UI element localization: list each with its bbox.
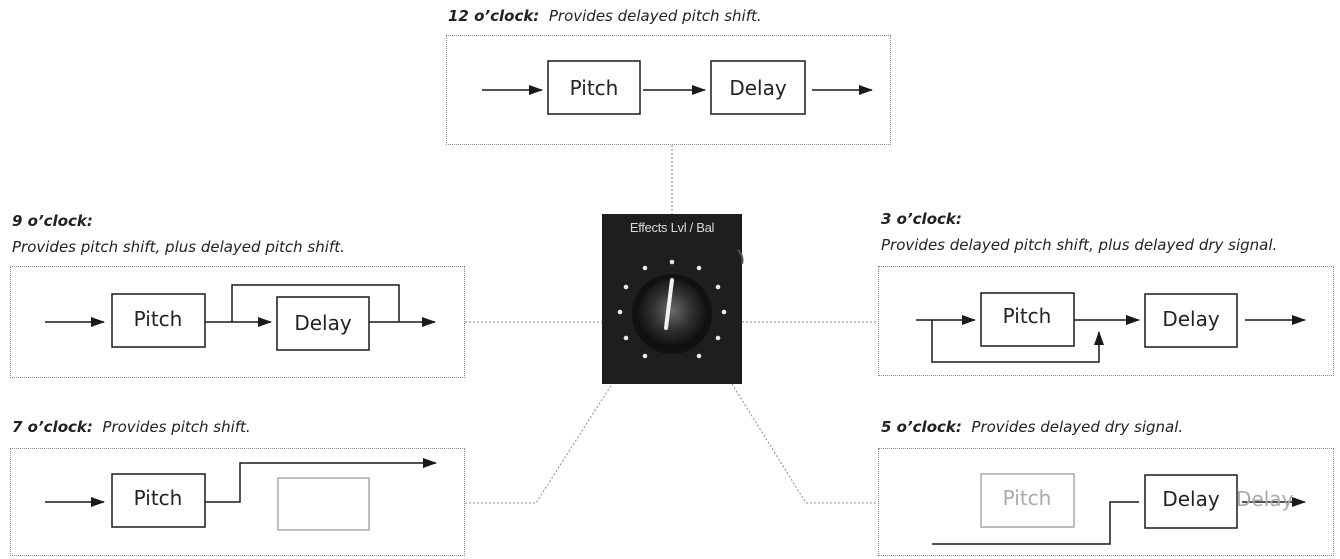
caption-9-oclock-time: 9 o’clock: [12,212,93,230]
caption-desc: Provides delayed pitch shift. [548,7,762,25]
delay-block [276,296,370,351]
pitch-label-disabled: Pitch [1003,486,1052,510]
pitch-label: Pitch [134,486,183,510]
flow-5-oclock [932,474,1306,545]
caption-desc: Provides pitch shift, plus delayed pitch… [12,238,345,256]
knob-tick-dots [617,259,727,359]
delay-block [1144,293,1238,348]
knob-pointer [664,278,674,330]
bypass-arrow [205,458,437,503]
pitch-label: Pitch [570,76,619,100]
knob-label: Effects Lvl / Bal [629,220,715,235]
caption-time: 12 o’clock: [448,7,540,25]
caption-time: 9 o’clock: [12,212,93,230]
delay-label: Delay [1162,307,1220,331]
dry-feed-line [931,320,1100,363]
pitch-label: Pitch [1003,304,1052,328]
caption-7-oclock: 7 o’clock: Provides pitch shift. [12,418,251,436]
caption-3-oclock-time: 3 o’clock: [881,210,962,228]
panel-12-oclock [446,35,891,145]
pitch-label: Pitch [134,307,183,331]
delay-block [710,60,806,115]
flow-12-oclock [482,60,873,115]
connector-lines [465,145,878,504]
caption-desc: Provides delayed dry signal. [971,418,1184,436]
caption-12-oclock: 12 o’clock: Provides delayed pitch shift… [448,7,762,25]
panel-9-oclock [10,266,465,378]
effects-knob [602,214,744,384]
caption-time: 3 o’clock: [881,210,962,228]
caption-time: 7 o’clock: [12,418,93,436]
delay-label: Delay [1162,487,1220,511]
pitch-block-disabled [980,473,1075,528]
flow-3-oclock [916,292,1306,363]
caption-time: 5 o’clock: [881,418,962,436]
adjacent-knob-edge [737,249,744,265]
connector-5 [731,383,878,504]
knob-label-wrap: Effects Lvl / Bal [602,214,742,384]
caption-5-oclock: 5 o’clock: Provides delayed dry signal. [881,418,1183,436]
delay-block [1144,474,1238,529]
knob-body [638,280,706,348]
connector-7 [465,383,613,504]
flow-9-oclock [45,284,436,351]
caption-desc: Provides delayed pitch shift, plus delay… [881,236,1278,254]
caption-9-oclock-desc: Provides pitch shift, plus delayed pitch… [12,238,345,256]
dry-path-line [932,501,1139,545]
delay-label: Delay [729,76,787,100]
pitch-block [547,60,641,115]
pitch-block [111,293,206,348]
panel-5-oclock [878,448,1334,556]
delay-ghost-label: Delay [1236,487,1294,511]
pitch-block [980,292,1075,347]
panel-7-oclock [10,448,465,556]
panel-3-oclock [878,266,1334,376]
flow-7-oclock [45,458,437,528]
delay-block-disabled [277,477,370,531]
caption-3-oclock-desc: Provides delayed pitch shift, plus delay… [881,236,1277,254]
bypass-line [231,284,400,322]
delay-label: Delay [294,311,352,335]
caption-desc: Provides pitch shift. [102,418,251,436]
pitch-block [111,473,206,528]
